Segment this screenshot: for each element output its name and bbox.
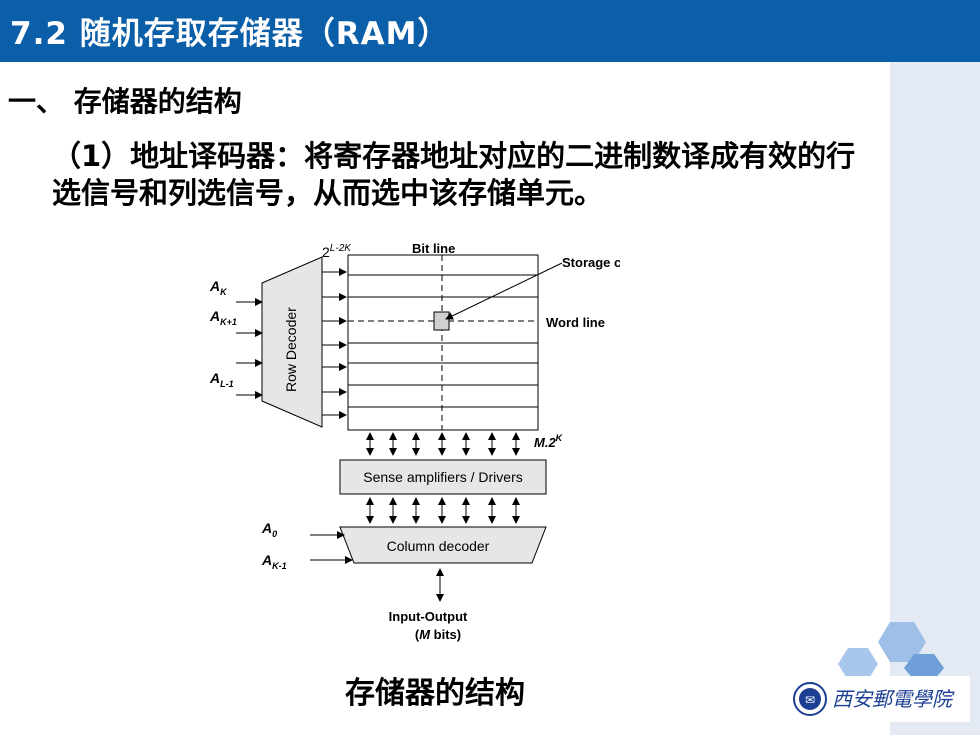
logo-text: 西安郵電學院	[832, 687, 955, 711]
university-logo: ✉ 西安郵電學院	[790, 676, 970, 722]
row-decoder-label: Row Decoder	[283, 307, 299, 392]
description-paragraph: （1）地址译码器：将寄存器地址对应的二进制数译成有效的行选信号和列选信号，从而选…	[52, 139, 856, 210]
figure-caption: 存储器的结构	[345, 676, 525, 711]
storage-cell	[433, 311, 450, 331]
title-bar: 7.2 随机存取存储器（RAM）	[0, 0, 980, 62]
address-al1: AL-1	[209, 370, 234, 389]
sense-amplifiers-label: Sense amplifiers / Drivers	[363, 469, 523, 485]
slide-title: 7.2 随机存取存储器（RAM）	[10, 16, 450, 52]
address-ak1: AK+1	[209, 308, 237, 327]
memory-structure-diagram: 2L-2K Bit line Storage cell Word line Ro…	[209, 241, 620, 642]
io-bits-label: (M bits)	[415, 627, 461, 642]
column-decoder	[339, 526, 547, 564]
io-label: Input-Output	[389, 609, 468, 624]
address-ak: AK	[209, 278, 228, 297]
svg-text:✉: ✉	[805, 693, 815, 707]
word-line-label: Word line	[546, 315, 605, 330]
memory-array	[347, 254, 539, 431]
top-size-label: 2L-2K	[322, 243, 352, 260]
m2k-label: M.2K	[534, 433, 564, 450]
section-heading: 一、 存储器的结构	[8, 85, 242, 118]
bit-line-label: Bit line	[412, 241, 455, 256]
address-a0: A0	[261, 520, 277, 539]
sense-amplifiers	[339, 459, 547, 495]
column-decoder-label: Column decoder	[387, 538, 490, 554]
emblem-icon: ✉ 西安郵電學院	[790, 676, 970, 722]
address-ak-1: AK-1	[261, 552, 287, 571]
storage-cell-label: Storage cell	[562, 255, 620, 270]
decorative-hexagons	[838, 622, 944, 680]
